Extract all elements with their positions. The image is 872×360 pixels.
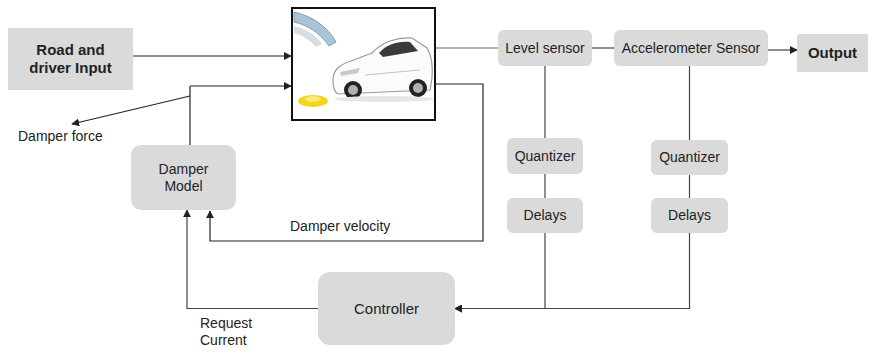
model-box: Damper Model <box>131 145 236 210</box>
connector <box>455 233 690 309</box>
sensor-box: Level sensor <box>498 30 592 66</box>
node-label: Controller <box>354 300 419 318</box>
connector <box>592 47 614 48</box>
car-wheel <box>409 79 427 97</box>
connector <box>544 174 545 198</box>
node-label: Accelerometer Sensor <box>622 40 761 57</box>
node-label: Damper Model <box>148 161 220 195</box>
damper-force-output <box>72 96 190 124</box>
node-label: Level sensor <box>505 40 584 57</box>
car-rim <box>413 83 423 93</box>
controller-box: Controller <box>318 272 455 345</box>
quantizer-box: Quantizer <box>651 140 728 175</box>
node-label: Quantizer <box>659 149 720 166</box>
sensor-box: Accelerometer Sensor <box>614 30 768 66</box>
signal-label: Damper velocity <box>288 218 392 235</box>
car-picture-frame <box>292 8 435 120</box>
car-body-line <box>365 70 420 75</box>
connector <box>689 66 690 140</box>
node-label: Road and driver Input <box>19 41 123 77</box>
damper-force-arrow <box>190 85 291 86</box>
damper-part <box>298 95 328 107</box>
node-label: Delays <box>668 207 711 224</box>
edge-label: Request Current <box>198 315 268 349</box>
damper-velocity-wire <box>210 84 483 241</box>
node-label: Delays <box>524 207 567 224</box>
damper-force-wire <box>189 86 190 145</box>
connector <box>544 66 545 138</box>
car-headlight <box>340 68 360 76</box>
delay-box: Delays <box>507 198 583 233</box>
damper-part <box>294 26 322 47</box>
input-arrow <box>133 55 291 56</box>
node-label: Output <box>808 44 857 62</box>
node-label: Quantizer <box>515 148 576 165</box>
connector <box>455 233 545 309</box>
damper-part <box>294 12 336 46</box>
car-rim <box>348 85 358 95</box>
quantizer-box: Quantizer <box>507 138 583 174</box>
car-window <box>379 42 418 57</box>
delay-box: Delays <box>651 198 728 233</box>
signal-wire <box>435 47 507 48</box>
damper-part <box>305 96 321 102</box>
connector <box>689 175 690 198</box>
output-box: Output <box>797 34 868 72</box>
car-shadow <box>334 96 434 102</box>
connector <box>768 49 797 50</box>
input-box: Road and driver Input <box>8 28 133 90</box>
car-wheel <box>344 81 362 99</box>
signal-label: Damper force <box>16 128 105 145</box>
